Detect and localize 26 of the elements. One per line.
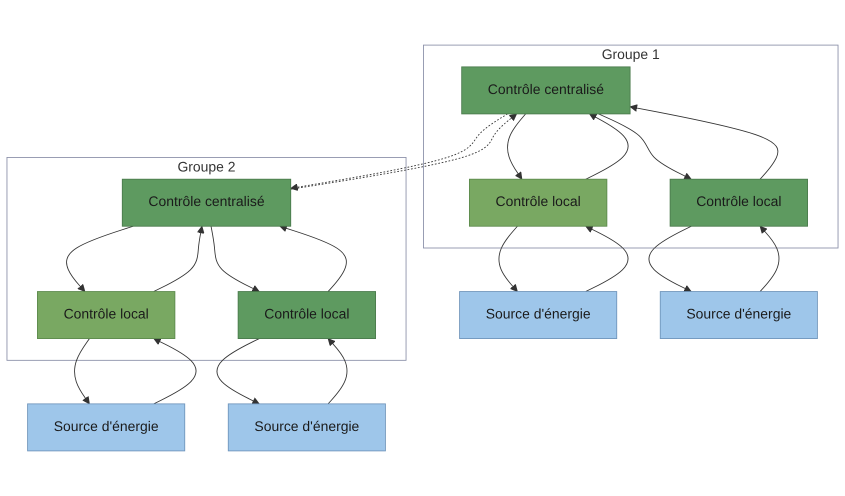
node-box: Source d'énergie — [660, 291, 818, 339]
arrow — [153, 226, 204, 292]
arrow — [585, 114, 629, 180]
node-box: Source d'énergie — [228, 403, 386, 452]
node-box: Contrôle local — [37, 291, 176, 339]
arrow — [66, 226, 134, 292]
node-box: Contrôle centralisé — [461, 66, 631, 114]
arrow — [210, 226, 260, 292]
node-box: Source d'énergie — [27, 403, 186, 452]
arrow — [648, 226, 692, 292]
arrow — [760, 226, 780, 292]
arrow — [328, 338, 348, 404]
node-box: Contrôle local — [238, 291, 376, 339]
arrow — [585, 226, 628, 292]
arrow — [153, 338, 196, 404]
arrow — [74, 338, 90, 404]
arrow — [280, 224, 347, 292]
node-box: Source d'énergie — [459, 291, 618, 339]
arrow — [216, 338, 260, 404]
arrow — [630, 104, 778, 180]
node-box: Contrôle centralisé — [122, 178, 292, 227]
arrow — [598, 113, 692, 180]
node-box: Contrôle local — [670, 178, 808, 227]
arrow — [507, 113, 526, 180]
arrow — [498, 226, 518, 292]
node-box: Contrôle local — [469, 178, 608, 227]
